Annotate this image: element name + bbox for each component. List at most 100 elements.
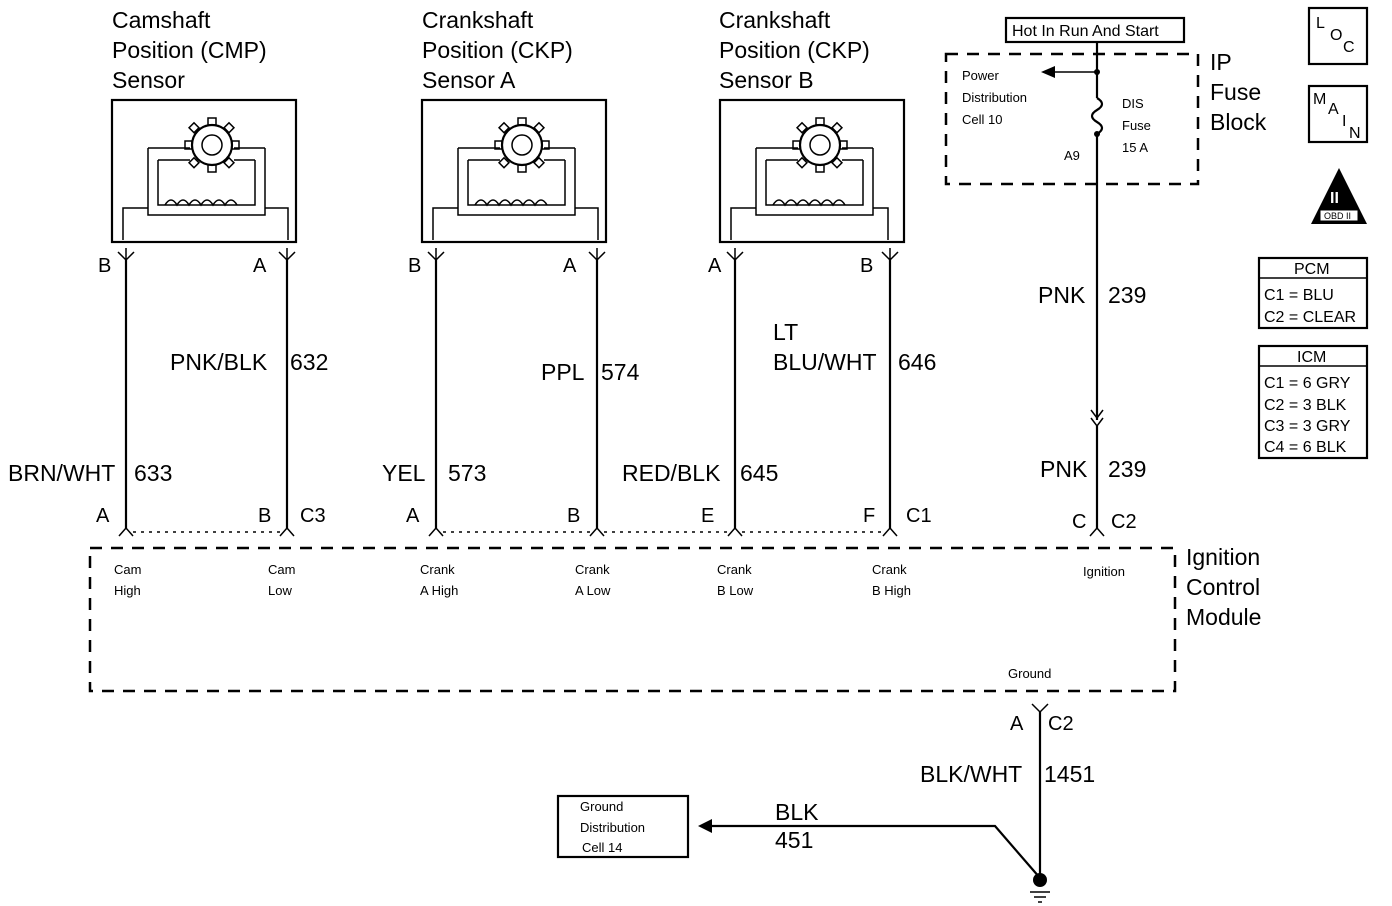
ckp-b-sensor: Crankshaft Position (CKP) Sensor B <box>718 7 906 244</box>
icm-terminal-1-line1: Cam <box>114 562 141 577</box>
icm-outline <box>88 546 1177 693</box>
pcm-legend-title: PCM <box>1294 261 1330 278</box>
c3-pin-b: B <box>258 505 271 527</box>
main-symbol-box <box>1307 84 1369 144</box>
fuse-block-outline <box>944 52 1200 186</box>
main-a: A <box>1328 101 1339 118</box>
sensor-wires <box>117 248 899 537</box>
blk-arrow-icon <box>698 819 712 833</box>
connector-c1: C1 <box>906 505 932 527</box>
icm-legend-row-3: C3 = 3 GRY <box>1264 418 1351 435</box>
icm-legend-row-2: C2 = 3 BLK <box>1264 397 1347 414</box>
icm-legend-row-4: C4 = 6 BLK <box>1264 439 1347 456</box>
wire-645-color: RED/BLK <box>622 460 721 486</box>
fuse-name-line2: Fuse <box>1122 118 1151 133</box>
loc-symbol-box <box>1307 6 1369 66</box>
c2-pin-a: A <box>1010 713 1024 735</box>
icm-name-line2: Control <box>1186 574 1260 600</box>
ckpa-reluctor-icon <box>432 117 599 240</box>
icm-legend-title: ICM <box>1297 349 1326 366</box>
icm-terminal-6-line1: Crank <box>872 562 907 577</box>
ground-dist-box <box>556 794 690 859</box>
ignition-control-module: Cam High Cam Low Crank A High Crank A Lo… <box>88 544 1261 693</box>
wire-646-color-line1: LT <box>773 319 798 345</box>
icm-terminal-6-line2: B High <box>872 583 911 598</box>
ckpb-title-line1: Crankshaft <box>719 7 831 33</box>
obd-label: OBD II <box>1324 211 1351 221</box>
main-n: N <box>1349 125 1361 142</box>
fuse-name-line3: 15 A <box>1122 140 1148 155</box>
ground-symbol-icon <box>1030 891 1050 903</box>
icm-terminal-3-line1: Crank <box>420 562 455 577</box>
icm-terminal-4-line1: Crank <box>575 562 610 577</box>
cmp-pin-b: B <box>98 255 111 277</box>
main-i: I <box>1342 113 1346 130</box>
icm-legend-box <box>1257 344 1369 460</box>
loc-c: C <box>1343 39 1355 56</box>
fuse-block-line2: Fuse <box>1210 79 1261 105</box>
pcm-legend-box <box>1257 256 1369 330</box>
connector-c2-top: C2 <box>1111 511 1137 533</box>
main-m: M <box>1313 91 1326 108</box>
wire-451-circuit: 451 <box>775 827 813 853</box>
wire-633-color: BRN/WHT <box>8 460 115 486</box>
c3-pin-a: A <box>96 505 110 527</box>
c1-pin-e: E <box>701 505 714 527</box>
icm-terminal-4-line2: A Low <box>575 583 611 598</box>
pcm-legend-row-2: C2 = CLEAR <box>1264 309 1356 326</box>
ckpa-title-line3: Sensor A <box>422 67 516 93</box>
power-dist-line1: Power <box>962 68 1000 83</box>
loc-l: L <box>1316 15 1325 32</box>
ckp-a-sensor: Crankshaft Position (CKP) Sensor A <box>420 7 608 244</box>
ckpb-reluctor-icon <box>730 117 889 240</box>
legend: L O C M A I N II OBD II PCM C1 = BLU C2 … <box>1257 6 1369 460</box>
c2-pin-c: C <box>1072 511 1086 533</box>
ckpb-pin-b: B <box>860 255 873 277</box>
ground-dist-line2: Distribution <box>580 820 645 835</box>
ckpb-sensor-box <box>718 98 906 244</box>
ckpb-title-line2: Position (CKP) <box>719 37 870 63</box>
cmp-title-line3: Sensor <box>112 67 185 93</box>
fuse-block-line3: Block <box>1210 109 1267 135</box>
ground-dist-line1: Ground <box>580 799 623 814</box>
cmp-reluctor-icon <box>122 117 289 240</box>
fuse-terminal: A9 <box>1064 148 1080 163</box>
ckpa-pin-a: A <box>563 255 577 277</box>
power-arrow-icon <box>1041 66 1055 78</box>
cmp-pin-a: A <box>253 255 267 277</box>
connector-c2-bottom: C2 <box>1048 713 1074 735</box>
power-dist-line3: Cell 10 <box>962 112 1002 127</box>
icm-terminal-1-line2: High <box>114 583 141 598</box>
ground-splice-dot <box>1033 873 1047 887</box>
ckpa-sensor-box <box>420 98 608 244</box>
wire-574-color: PPL <box>541 359 585 385</box>
ground-dist-line3: Cell 14 <box>582 840 622 855</box>
wire-573-color: YEL <box>382 460 426 486</box>
wire-239-lower-color: PNK <box>1040 456 1088 482</box>
wire-451-color: BLK <box>775 799 819 825</box>
ckpa-title-line2: Position (CKP) <box>422 37 573 63</box>
connector-c3: C3 <box>300 505 326 527</box>
icm-terminal-2-line2: Low <box>268 583 292 598</box>
ckpa-pin-b: B <box>408 255 421 277</box>
icm-ground-terminal: Ground <box>1008 666 1051 681</box>
c1-pin-a: A <box>406 505 420 527</box>
wire-239-lower-circuit: 239 <box>1108 456 1146 482</box>
icm-name-line1: Ignition <box>1186 544 1260 570</box>
wire-1451-color: BLK/WHT <box>920 761 1022 787</box>
icm-legend-row-1: C1 = 6 GRY <box>1264 375 1351 392</box>
power-dist-line2: Distribution <box>962 90 1027 105</box>
ckpa-title-line1: Crankshaft <box>422 7 534 33</box>
wire-573-circuit: 573 <box>448 460 486 486</box>
ground-circuit: A C2 BLK/WHT 1451 BLK 451 Ground Distrib… <box>556 703 1095 903</box>
hot-in-run-label: Hot In Run And Start <box>1012 23 1159 40</box>
fuse-name-line1: DIS <box>1122 96 1144 111</box>
ckpb-title-line3: Sensor B <box>719 67 814 93</box>
c1-pin-b: B <box>567 505 580 527</box>
terminal-dot <box>1094 131 1100 137</box>
wire-633-circuit: 633 <box>134 460 172 486</box>
wire-239-upper-circuit: 239 <box>1108 282 1146 308</box>
wire-1451-circuit: 1451 <box>1044 761 1095 787</box>
c1-pin-f: F <box>863 505 875 527</box>
